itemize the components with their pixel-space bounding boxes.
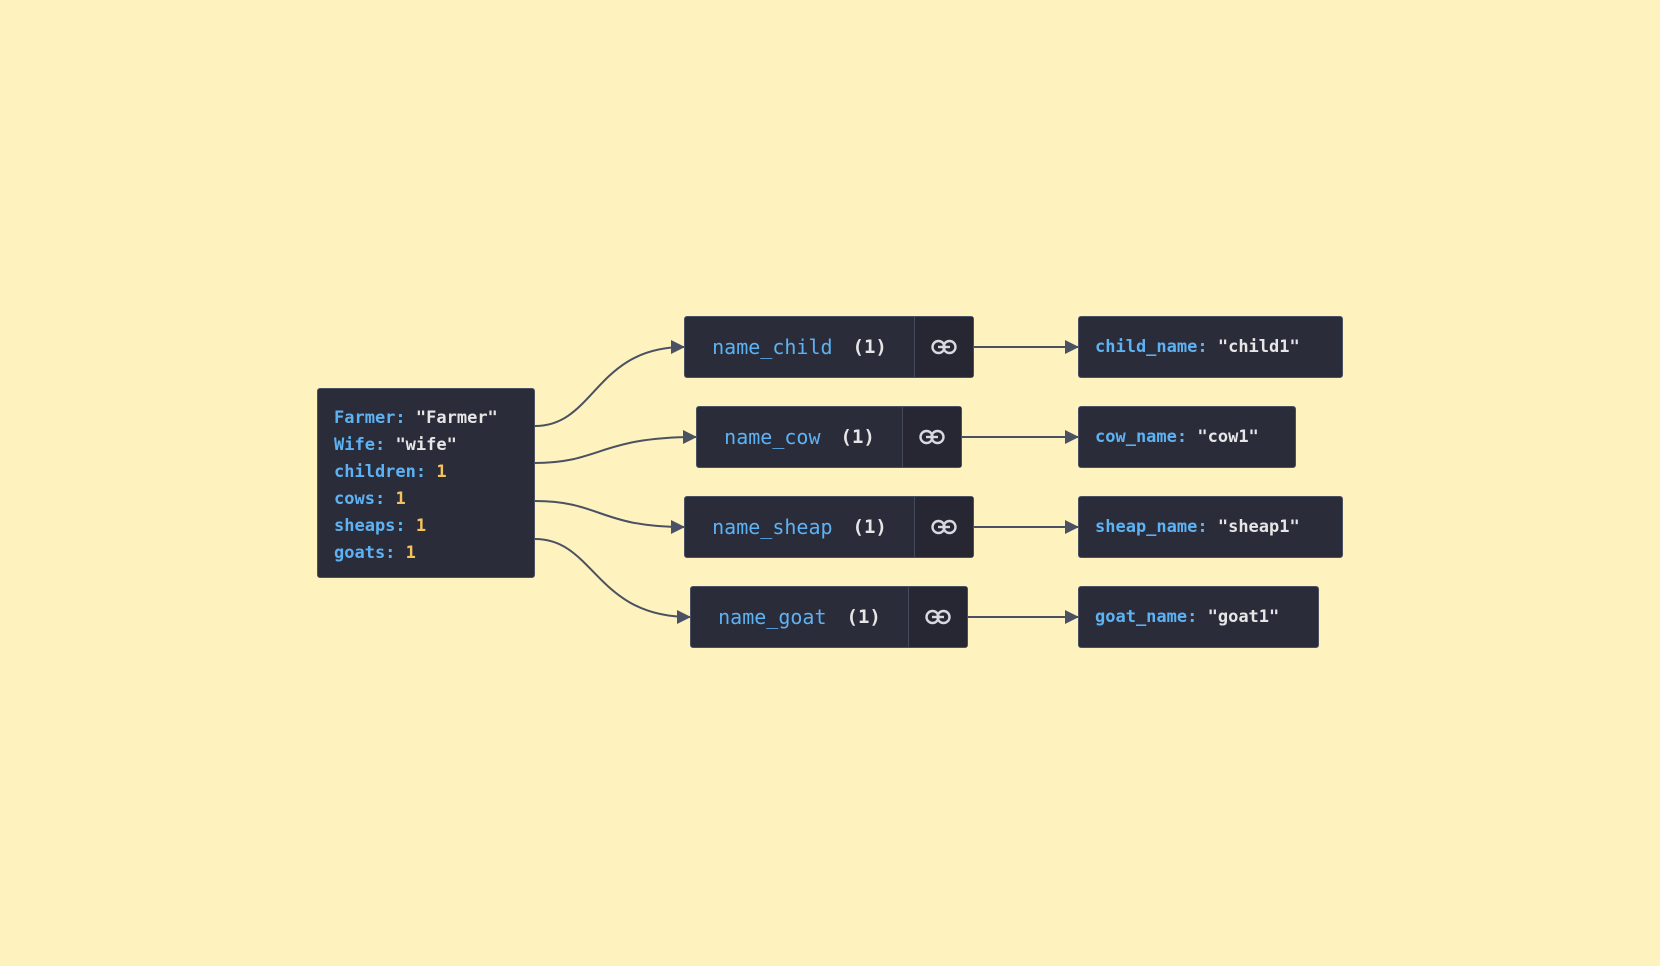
leaf-key: goat_name: <box>1095 607 1198 627</box>
row-key: sheaps: <box>334 516 406 536</box>
group-count: (1) <box>852 336 887 358</box>
leaf-value: "cow1" <box>1197 427 1259 447</box>
group-count: (1) <box>840 426 875 448</box>
leaf-node-sheap[interactable]: sheap_name: "sheap1" <box>1078 496 1343 558</box>
link-icon[interactable] <box>914 317 973 377</box>
root-node[interactable]: Farmer: "Farmer" Wife: "wife" children: … <box>317 388 535 578</box>
edge-root-to-name-child <box>534 340 685 427</box>
root-row-wife: Wife: "wife" <box>334 432 534 459</box>
group-name: name_sheap <box>712 515 833 539</box>
group-name: name_cow <box>724 425 821 449</box>
group-name: name_child <box>712 335 833 359</box>
row-value: "wife" <box>395 435 457 455</box>
root-row-goats: goats: 1 <box>334 540 534 567</box>
leaf-key: sheap_name: <box>1095 517 1208 537</box>
leaf-value: "child1" <box>1217 337 1300 357</box>
group-label: name_sheap (1) <box>685 497 914 557</box>
root-row-sheaps: sheaps: 1 <box>334 513 534 540</box>
leaf-value: "goat1" <box>1207 607 1280 627</box>
row-value: 1 <box>436 462 447 482</box>
row-value: 1 <box>405 543 416 563</box>
group-count: (1) <box>852 516 887 538</box>
root-row-children: children: 1 <box>334 459 534 486</box>
group-node-name-child[interactable]: name_child (1) <box>684 316 974 378</box>
root-row-farmer: Farmer: "Farmer" <box>334 405 534 432</box>
link-icon[interactable] <box>902 407 961 467</box>
row-value: "Farmer" <box>415 408 498 428</box>
edge-root-to-name-cow <box>534 430 697 464</box>
leaf-key: child_name: <box>1095 337 1208 357</box>
group-label: name_cow (1) <box>697 407 902 467</box>
group-node-name-cow[interactable]: name_cow (1) <box>696 406 962 468</box>
row-key: goats: <box>334 543 396 563</box>
link-icon[interactable] <box>908 587 967 647</box>
row-key: Wife: <box>334 435 386 455</box>
root-row-cows: cows: 1 <box>334 486 534 513</box>
group-label: name_goat (1) <box>691 587 908 647</box>
row-key: children: <box>334 462 427 482</box>
leaf-key: cow_name: <box>1095 427 1188 447</box>
group-label: name_child (1) <box>685 317 914 377</box>
group-count: (1) <box>846 606 881 628</box>
link-icon[interactable] <box>914 497 973 557</box>
row-value: 1 <box>415 516 427 536</box>
row-value: 1 <box>395 489 406 509</box>
row-key: cows: <box>334 489 386 509</box>
leaf-node-child[interactable]: child_name: "child1" <box>1078 316 1343 378</box>
edge-root-to-name-goat <box>534 538 691 624</box>
edge-root-to-name-sheap <box>534 500 685 534</box>
row-key: Farmer: <box>334 408 406 428</box>
leaf-node-cow[interactable]: cow_name: "cow1" <box>1078 406 1296 468</box>
group-node-name-sheap[interactable]: name_sheap (1) <box>684 496 974 558</box>
group-name: name_goat <box>718 605 827 629</box>
group-node-name-goat[interactable]: name_goat (1) <box>690 586 968 648</box>
leaf-node-goat[interactable]: goat_name: "goat1" <box>1078 586 1319 648</box>
leaf-value: "sheap1" <box>1217 517 1300 537</box>
